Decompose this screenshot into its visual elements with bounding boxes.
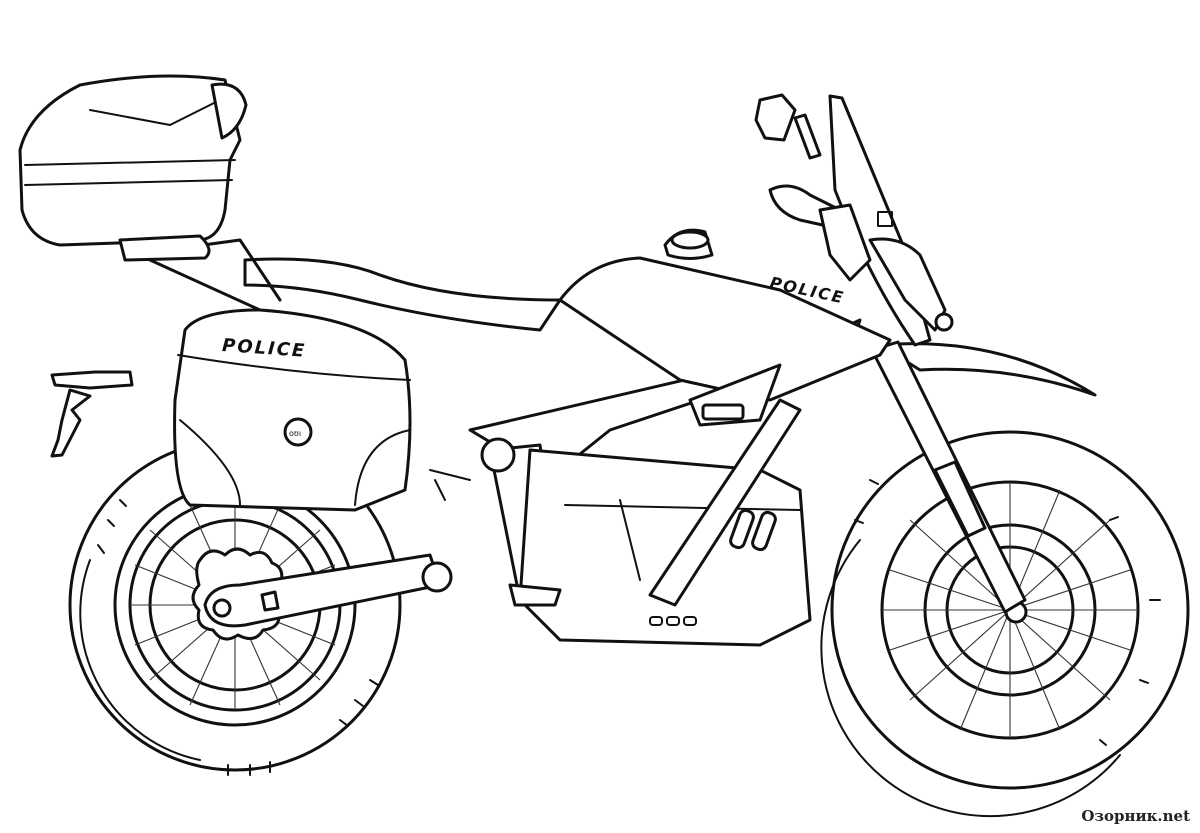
watermark: Озорник.net [1081, 807, 1190, 825]
front-wheel [820, 430, 1190, 818]
fuel-tank-fairing: POLICE [558, 228, 892, 427]
swingarm [203, 553, 453, 628]
front-fork [870, 340, 1027, 614]
tail-bracket [50, 370, 134, 458]
front-fender [878, 342, 1097, 397]
cockpit [754, 93, 954, 347]
pannier-badge: oʊı [289, 429, 301, 438]
footpeg [429, 469, 562, 607]
side-pannier: oʊı POLICE [173, 308, 412, 512]
frame [468, 318, 862, 647]
top-case [18, 74, 248, 262]
seat [243, 257, 562, 332]
